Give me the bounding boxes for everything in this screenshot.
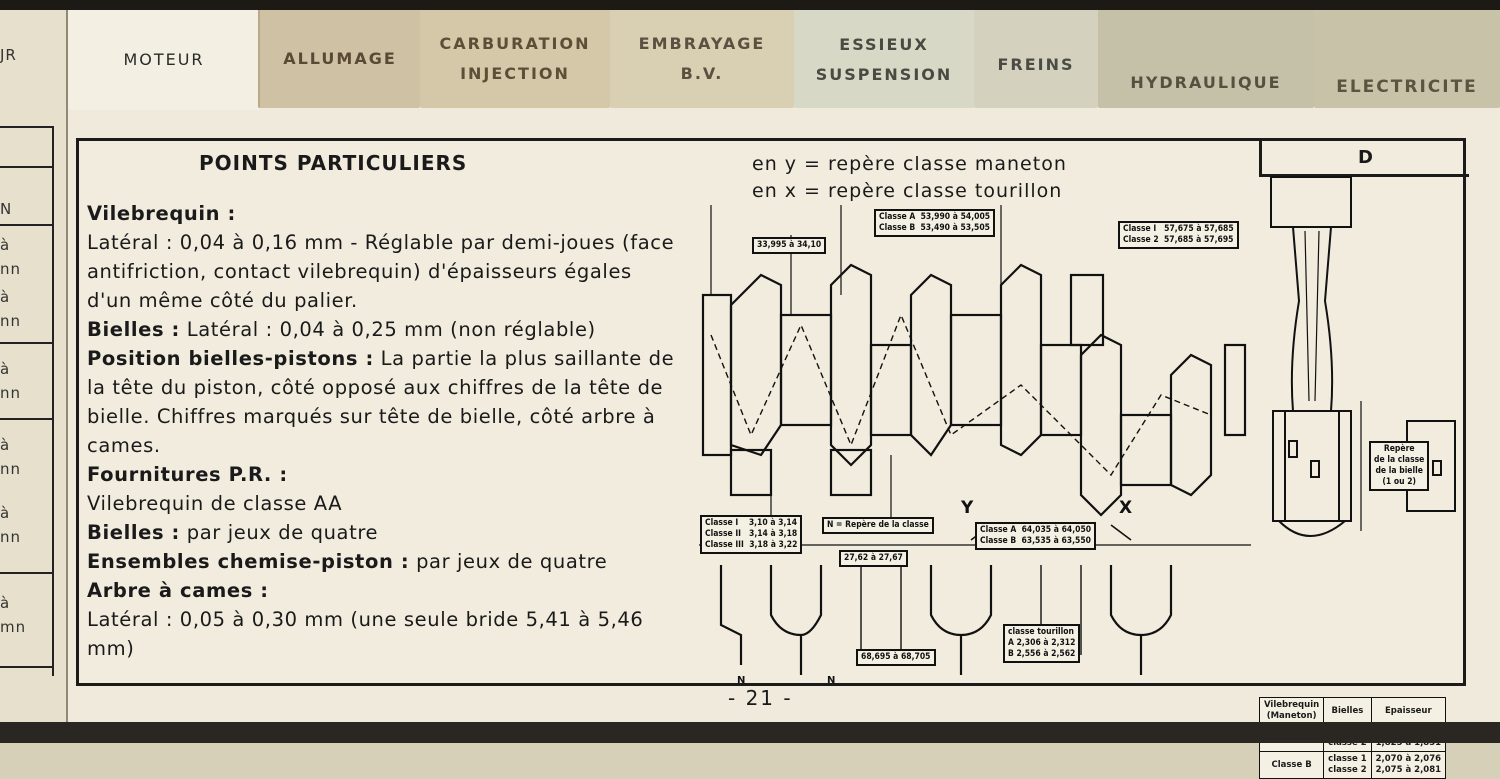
manual-page: MOTEUR ALLUMAGE CARBURATION INJECTION EM… [68,10,1500,779]
spec-dimension-2762: 27,62 à 27,67 [839,550,908,567]
crankshaft-diagram: Y X N N [699,205,1251,685]
left-fragment-text: N [0,200,13,218]
spec-dimension-68695: 68,695 à 68,705 [856,649,936,666]
heading-fournitures: Fournitures P.R. : [87,463,288,486]
left-fragment-text: à [0,504,11,522]
binding-strip-top [0,0,1500,10]
table-header: Epaisseur [1370,697,1447,725]
diagram-legend: en y = repère classe maneton en x = repè… [752,151,1067,205]
label-n-right: N [827,675,835,685]
tab-moteur[interactable]: MOTEUR [68,10,260,110]
spec-cale-classes: Classe I 3,10 à 3,14 Classe II 3,14 à 3,… [700,515,803,554]
left-fragment-text: à [0,594,11,612]
label-y: Y [960,498,974,518]
left-divider [0,224,54,226]
tab-essieux-suspension[interactable]: ESSIEUX SUSPENSION [794,10,974,108]
tab-electricite[interactable]: ELECTRICITE [1314,10,1500,108]
legend-y: en y = repère classe maneton [752,153,1067,175]
content-frame: POINTS PARTICULIERS Vilebrequin : Latéra… [76,138,1469,779]
left-page-fragment: JR N à nn à nn à nn à nn à nn à mn [0,10,68,722]
left-fragment-text: nn [0,528,22,546]
section-title: POINTS PARTICULIERS [199,151,468,175]
legend-x: en x = repère classe tourillon [752,180,1063,202]
left-fragment-text: nn [0,460,22,478]
text-arbre-a-cames: Latéral : 0,05 à 0,30 mm (une seule brid… [87,608,644,660]
left-vertical-rule [52,128,54,676]
spec-maneton-classes: Classe A 53,990 à 54,005 Classe B 53,490… [874,209,996,237]
left-divider [0,666,54,668]
tab-hydraulique[interactable]: HYDRAULIQUE [1098,10,1314,108]
left-fragment-text: mn [0,618,27,636]
table-cell: Classe B [1258,751,1325,779]
left-fragment-text: nn [0,384,22,402]
heading-bielles-2: Bielles : [87,521,180,544]
left-divider [0,166,54,168]
text-ensembles: par jeux de quatre [416,550,608,573]
spec-repere-classe: N = Repère de la classe [822,517,934,534]
section-letter: D [1259,141,1469,177]
table-cell: classe 1 classe 2 [1323,751,1372,779]
left-fragment-text: à [0,288,11,306]
connecting-rod-diagram [1270,176,1456,537]
spec-dimension-33995: 33,995 à 34,10 [752,237,827,254]
tab-allumage[interactable]: ALLUMAGE [258,10,420,108]
table-header: Vilebrequin (Maneton) [1258,697,1325,725]
binding-strip-bottom [0,722,1500,743]
label-n-left: N [737,675,745,685]
table-cell: 2,070 à 2,076 2,075 à 2,081 [1370,751,1447,779]
left-fragment-text: à [0,236,11,254]
text-vilebrequin: Latéral : 0,04 à 0,16 mm - Réglable par … [87,231,675,312]
text-fournitures: Vilebrequin de classe AA [87,492,343,515]
left-divider [0,418,54,420]
left-fragment-text: JR [0,46,17,64]
tab-embrayage-bv[interactable]: EMBRAYAGE B.V. [610,10,794,108]
spec-classe-tourillon: classe tourillon A 2,306 à 2,312 B 2,556… [1003,624,1081,663]
left-divider [0,126,54,128]
left-fragment-text: nn [0,260,22,278]
text-position: La partie la plus saillante de la tête d… [87,347,675,457]
text-bielles-2: par jeux de quatre [186,521,379,544]
left-fragment-text: nn [0,312,22,330]
table-header-row: Vilebrequin (Maneton) Bielles Epaisseur [1258,697,1447,725]
tab-carburation-injection[interactable]: CARBURATION INJECTION [420,10,610,108]
text-bielles: Latéral : 0,04 à 0,25 mm (non réglable) [186,318,596,341]
label-x: X [1119,498,1132,518]
heading-arbre-a-cames: Arbre à cames : [87,579,269,602]
specifications-text: Vilebrequin : Latéral : 0,04 à 0,16 mm -… [87,199,677,663]
heading-position-bielles-pistons: Position bielles-pistons : [87,347,374,370]
tab-freins[interactable]: FREINS [974,10,1098,108]
table-header: Bielles [1323,697,1372,725]
spec-palier-classes: Classe A 64,035 à 64,050 Classe B 63,535… [975,522,1097,550]
left-divider [0,572,54,574]
left-fragment-text: à [0,436,11,454]
left-fragment-text: à [0,360,11,378]
heading-bielles: Bielles : [87,318,180,341]
page-number: - 21 - [728,686,793,710]
spec-repere-bielle: Repère de la classe de la bielle (1 ou 2… [1369,441,1430,491]
table-row: Classe B classe 1 classe 2 2,070 à 2,076… [1258,751,1447,779]
spec-tourillon-classes: Classe I 57,675 à 57,685 Classe 2 57,685… [1118,221,1239,249]
left-divider [0,342,54,344]
heading-vilebrequin: Vilebrequin : [87,202,236,225]
heading-ensembles: Ensembles chemise-piston : [87,550,410,573]
